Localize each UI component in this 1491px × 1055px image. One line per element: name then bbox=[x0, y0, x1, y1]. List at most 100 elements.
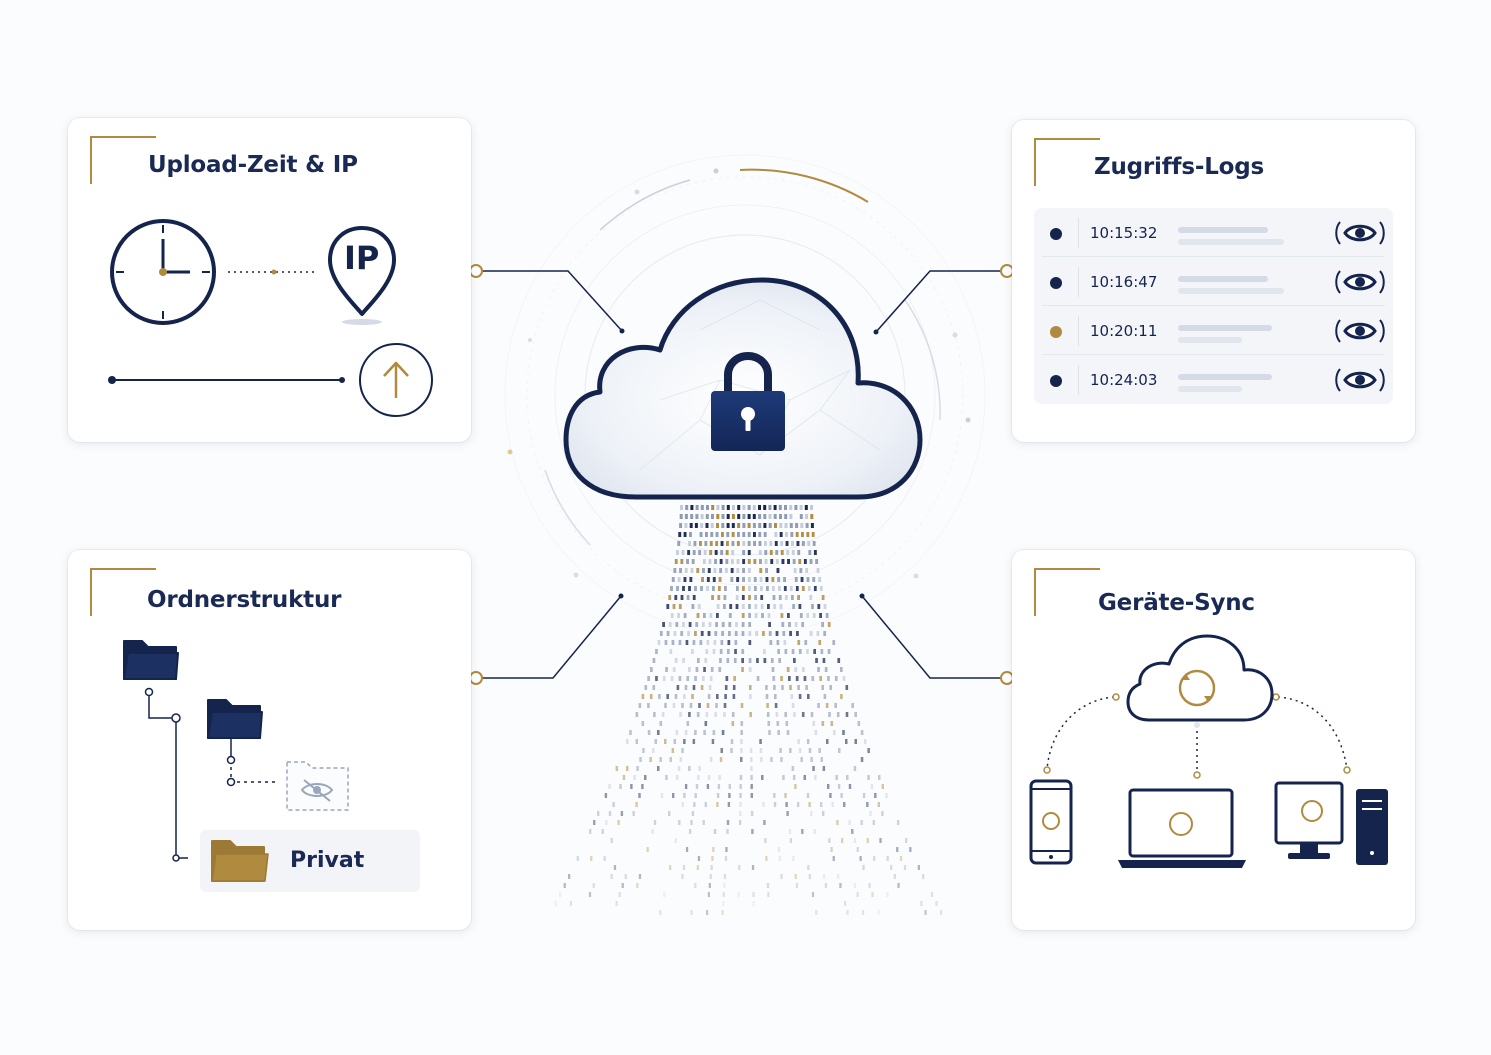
stream-bit bbox=[696, 865, 699, 870]
stream-bit bbox=[801, 622, 805, 627]
stream-bit bbox=[788, 622, 791, 627]
stream-bit bbox=[780, 757, 783, 762]
stream-bit bbox=[636, 883, 639, 888]
laptop-icon bbox=[1118, 788, 1246, 868]
stream-bit bbox=[714, 550, 718, 555]
stream-bit bbox=[706, 586, 709, 591]
stream-bit bbox=[666, 604, 670, 609]
stream-bit bbox=[885, 793, 888, 798]
stream-bit bbox=[909, 847, 912, 852]
stream-bit bbox=[774, 532, 778, 537]
stream-bit bbox=[730, 739, 734, 744]
stream-bit bbox=[763, 820, 766, 825]
stream-bit bbox=[860, 757, 864, 762]
stream-bit bbox=[694, 631, 697, 636]
stream-bit bbox=[646, 847, 649, 852]
stream-bit bbox=[804, 505, 808, 510]
stream-bit bbox=[768, 622, 771, 627]
stream-bit bbox=[809, 595, 813, 600]
stream-bit bbox=[822, 766, 826, 771]
private-folder-label: Privat bbox=[290, 848, 365, 873]
eye-icon[interactable] bbox=[1334, 365, 1386, 395]
stream-bit bbox=[741, 613, 745, 618]
stream-bit bbox=[741, 622, 745, 627]
stream-bit bbox=[689, 703, 693, 708]
stream-bit bbox=[683, 577, 687, 582]
stream-bit bbox=[677, 613, 680, 618]
stream-bit bbox=[782, 775, 785, 780]
private-folder-row[interactable]: Privat bbox=[200, 830, 420, 892]
stream-bit bbox=[748, 622, 752, 627]
stream-bit bbox=[710, 523, 714, 528]
stream-bit bbox=[620, 811, 624, 816]
stream-bit bbox=[650, 667, 653, 672]
stream-bit bbox=[689, 577, 693, 582]
stream-bit bbox=[763, 505, 767, 510]
stream-bit bbox=[682, 865, 686, 870]
stream-bit bbox=[706, 784, 710, 789]
stream-bit bbox=[803, 559, 807, 564]
stream-bit bbox=[920, 901, 923, 906]
log-line bbox=[1178, 374, 1272, 380]
stream-bit bbox=[780, 613, 784, 618]
stream-bit bbox=[700, 586, 703, 591]
eye-icon[interactable] bbox=[1334, 218, 1386, 248]
stream-bit bbox=[771, 577, 775, 582]
stream-bit bbox=[811, 532, 815, 537]
stream-bit bbox=[785, 721, 789, 726]
stream-bit bbox=[748, 667, 752, 672]
eye-icon[interactable] bbox=[1334, 267, 1386, 297]
stream-bit bbox=[824, 667, 828, 672]
stream-bit bbox=[758, 514, 762, 519]
stream-bit bbox=[702, 820, 705, 825]
stream-bit bbox=[674, 559, 678, 564]
eye-icon[interactable] bbox=[1334, 316, 1386, 346]
stream-bit bbox=[688, 622, 692, 627]
stream-bit bbox=[670, 676, 674, 681]
stream-bit bbox=[799, 613, 803, 618]
stream-bit bbox=[681, 748, 684, 753]
stream-bit bbox=[731, 541, 735, 546]
stream-bit bbox=[707, 892, 710, 897]
stream-bit bbox=[706, 505, 709, 510]
stream-bit bbox=[795, 523, 799, 528]
stream-bit bbox=[709, 874, 712, 879]
stream-bit bbox=[742, 514, 746, 519]
stream-bit bbox=[694, 793, 697, 798]
stream-bit bbox=[767, 604, 770, 609]
stream-bit bbox=[731, 721, 735, 726]
stream-bit bbox=[676, 685, 680, 690]
stream-bit bbox=[691, 559, 695, 564]
stream-bit bbox=[688, 766, 691, 771]
stream-bit bbox=[675, 730, 679, 735]
status-dot bbox=[1050, 375, 1062, 387]
stream-bit bbox=[784, 595, 788, 600]
stream-bit bbox=[712, 577, 716, 582]
stream-bit bbox=[841, 838, 844, 843]
stream-bit bbox=[703, 730, 706, 735]
stream-bit bbox=[739, 784, 742, 789]
stream-bit bbox=[737, 505, 741, 510]
stream-bit bbox=[864, 739, 867, 744]
stream-bit bbox=[647, 730, 651, 735]
stream-bit bbox=[592, 883, 595, 888]
stream-bit bbox=[758, 523, 762, 528]
stream-bit bbox=[695, 505, 699, 510]
log-time: 10:24:03 bbox=[1090, 371, 1158, 389]
stream-bit bbox=[821, 721, 825, 726]
stream-bit bbox=[815, 658, 818, 663]
stream-bit bbox=[789, 505, 793, 510]
stream-bit bbox=[676, 550, 679, 555]
stream-bit bbox=[684, 784, 688, 789]
stream-bit bbox=[840, 667, 843, 672]
stream-bit bbox=[724, 685, 728, 690]
stream-bit bbox=[679, 514, 683, 519]
stream-bit bbox=[716, 613, 719, 618]
stream-bit bbox=[694, 586, 697, 591]
stream-bit bbox=[691, 694, 694, 699]
stream-bit bbox=[716, 694, 719, 699]
stream-bit bbox=[780, 676, 783, 681]
stream-bit bbox=[824, 883, 828, 888]
stream-bit bbox=[765, 856, 768, 861]
stream-bit bbox=[662, 676, 666, 681]
